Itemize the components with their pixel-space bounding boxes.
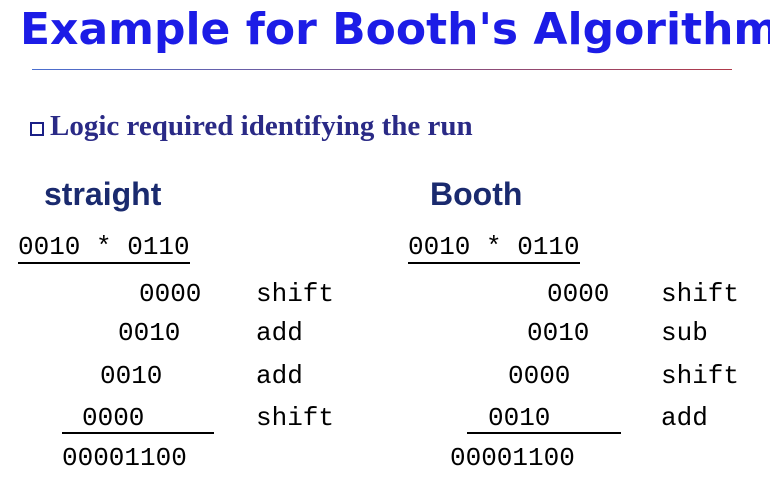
straight-step-2-op: add — [256, 318, 303, 348]
booth-step-1-value: 0000 — [547, 279, 610, 309]
straight-step-1-op: shift — [256, 279, 335, 309]
booth-result: 00001100 — [450, 443, 575, 473]
straight-step-2-value: 0010 — [118, 318, 181, 348]
booth-sum-rule — [467, 432, 621, 434]
bullet-point: Logic required identifying the run — [30, 110, 473, 143]
straight-step-3-op: add — [256, 361, 303, 391]
straight-step-1-value: 0000 — [139, 279, 202, 309]
straight-step-3-value: 0010 — [100, 361, 163, 391]
straight-heading: straight — [44, 176, 162, 212]
straight-problem: 0010 * 0110 — [18, 232, 190, 264]
booth-step-3-value: 0000 — [508, 361, 571, 391]
booth-step-4-op: add — [661, 403, 708, 433]
straight-step-4-op: shift — [256, 403, 335, 433]
straight-step-4-value: 0000 — [82, 403, 145, 433]
booth-step-2-op: sub — [661, 318, 708, 348]
bullet-text: Logic required identifying the run — [50, 110, 473, 142]
straight-sum-rule — [62, 432, 214, 434]
booth-step-4-value: 0010 — [488, 403, 551, 433]
straight-result: 00001100 — [62, 443, 187, 473]
booth-step-1-op: shift — [661, 279, 740, 309]
booth-step-2-value: 0010 — [527, 318, 590, 348]
square-bullet-icon — [30, 121, 44, 136]
slide-title: Example for Booth's Algorithm — [20, 4, 770, 55]
booth-step-3-op: shift — [661, 361, 740, 391]
booth-problem: 0010 * 0110 — [408, 232, 580, 264]
booth-heading: Booth — [430, 176, 523, 212]
title-divider — [32, 69, 732, 70]
